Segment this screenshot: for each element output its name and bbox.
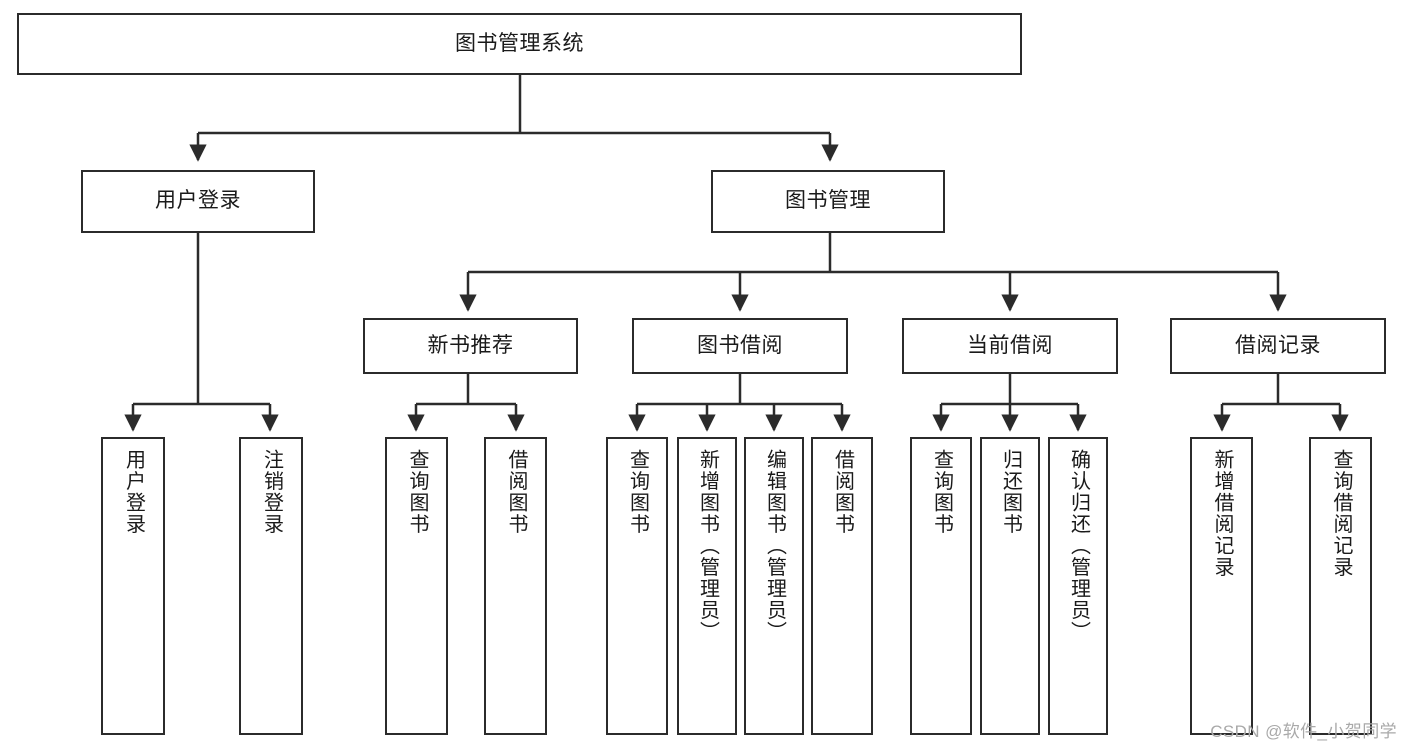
leaf-query-borrow-record-label: 查询借阅记录: [1330, 449, 1352, 578]
node-new-book-recommend[interactable]: 新书推荐: [363, 318, 578, 374]
leaf-borrow-book-recommend[interactable]: 借阅图书: [484, 437, 547, 735]
leaf-edit-book[interactable]: 编辑图书（管理员）: [744, 437, 804, 735]
leaf-add-borrow-record[interactable]: 新增借阅记录: [1190, 437, 1253, 735]
leaf-return-book-label: 归还图书: [999, 449, 1022, 535]
leaf-query-book-recommend[interactable]: 查询图书: [385, 437, 448, 735]
leaf-borrow-book-recommend-label: 借阅图书: [505, 449, 527, 535]
leaf-user-login[interactable]: 用户登录: [101, 437, 165, 735]
node-current-borrow-label: 当前借阅: [967, 333, 1053, 357]
node-book-manage[interactable]: 图书管理: [711, 170, 945, 233]
leaf-query-book-borrow[interactable]: 查询图书: [606, 437, 668, 735]
node-user-login-label: 用户登录: [155, 189, 241, 213]
node-new-book-recommend-label: 新书推荐: [427, 333, 514, 357]
node-book-manage-label: 图书管理: [785, 189, 871, 213]
leaf-query-book-current-label: 查询图书: [930, 449, 953, 535]
leaf-confirm-return[interactable]: 确认归还（管理员）: [1048, 437, 1108, 735]
leaf-user-logout[interactable]: 注销登录: [239, 437, 303, 735]
leaf-user-login-label: 用户登录: [122, 449, 145, 535]
node-borrow-record-label: 借阅记录: [1235, 333, 1321, 357]
leaf-user-logout-label: 注销登录: [260, 449, 283, 535]
leaf-edit-book-label: 编辑图书（管理员）: [763, 449, 786, 643]
node-user-login[interactable]: 用户登录: [81, 170, 315, 233]
node-current-borrow[interactable]: 当前借阅: [902, 318, 1118, 374]
leaf-add-book-label: 新增图书（管理员）: [696, 449, 719, 643]
leaf-confirm-return-label: 确认归还（管理员）: [1067, 449, 1090, 643]
leaf-return-book[interactable]: 归还图书: [980, 437, 1040, 735]
leaf-query-book-borrow-label: 查询图书: [626, 449, 649, 535]
leaf-borrow-book-label: 借阅图书: [831, 449, 854, 535]
node-borrow-record[interactable]: 借阅记录: [1170, 318, 1386, 374]
node-book-borrow[interactable]: 图书借阅: [632, 318, 848, 374]
leaf-borrow-book[interactable]: 借阅图书: [811, 437, 873, 735]
node-root[interactable]: 图书管理系统: [17, 13, 1022, 75]
leaf-add-book[interactable]: 新增图书（管理员）: [677, 437, 737, 735]
leaf-query-book-recommend-label: 查询图书: [406, 449, 428, 535]
node-book-borrow-label: 图书借阅: [697, 333, 783, 357]
leaf-query-borrow-record[interactable]: 查询借阅记录: [1309, 437, 1372, 735]
leaf-query-book-current[interactable]: 查询图书: [910, 437, 972, 735]
node-root-label: 图书管理系统: [455, 31, 584, 55]
leaf-add-borrow-record-label: 新增借阅记录: [1211, 449, 1233, 578]
